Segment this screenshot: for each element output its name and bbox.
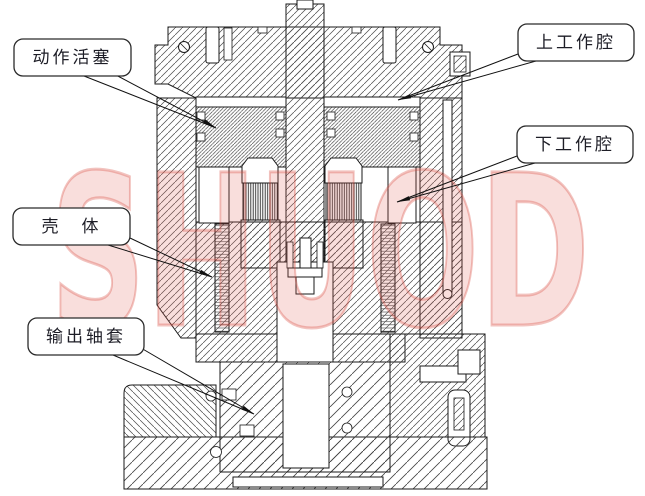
callout-label-housing: 壳 体	[42, 217, 102, 236]
spline-hub-left-top	[241, 157, 279, 184]
base-strip	[232, 476, 384, 488]
cover-screw-left-slot	[179, 42, 189, 52]
thread-zone-right	[380, 223, 396, 333]
flange-block-left	[123, 384, 217, 438]
callout-box-output-shaft-sleeve	[27, 317, 145, 356]
callout-label-action-piston: 动作活塞	[33, 48, 113, 67]
callout-lower-working-chamber: 下工作腔	[396, 125, 634, 203]
side-chamber-right	[387, 166, 417, 224]
cover-bolt-hole-left	[205, 26, 220, 64]
callout-action-piston: 动作活塞	[13, 38, 217, 129]
arrowhead-output-shaft-sleeve	[241, 405, 254, 414]
arrowhead-housing	[199, 269, 212, 277]
callout-label-lower-working-chamber: 下工作腔	[535, 135, 615, 154]
cover-bolt-hole-right	[382, 26, 397, 64]
leader-lower-working-chamber	[396, 155, 536, 203]
leader-housing	[107, 237, 213, 278]
callout-label-upper-working-chamber: 上工作腔	[536, 33, 616, 52]
callout-output-shaft-sleeve: 输出轴套	[27, 317, 255, 415]
arrowhead-lower-working-chamber	[397, 196, 411, 202]
callout-housing: 壳 体	[12, 207, 213, 278]
spline-hub-right-top	[324, 157, 363, 184]
side-port-2	[457, 349, 481, 375]
drive-shaft	[285, 3, 325, 263]
shaft-top-cap	[296, 0, 314, 10]
thread-zone-left	[214, 223, 230, 333]
leader-action-piston	[83, 73, 217, 129]
piston-left	[195, 106, 287, 168]
cover-screw-right-slot	[423, 42, 433, 52]
side-chamber-left	[198, 166, 230, 224]
cover-notch-left	[257, 26, 268, 34]
arrowhead-action-piston	[202, 119, 216, 128]
lower-bolt	[453, 397, 465, 431]
actuator-section-drawing	[123, 0, 488, 490]
cover-slot-left	[223, 27, 233, 61]
center-bolt-nut	[295, 276, 315, 295]
bearing-details	[205, 386, 353, 458]
piston-right	[323, 106, 421, 168]
arrowhead-upper-working-chamber	[398, 94, 412, 100]
leader-upper-working-chamber	[397, 53, 537, 101]
callout-box-upper-working-chamber	[517, 23, 635, 62]
callout-upper-working-chamber: 上工作腔	[397, 23, 635, 101]
spline-band-right	[325, 182, 362, 221]
upper-chamber-left	[195, 96, 287, 108]
cover-port-plug-core	[453, 55, 467, 73]
output-sleeve-bore	[282, 363, 330, 469]
callout-box-housing	[12, 207, 131, 246]
callout-box-action-piston	[13, 38, 132, 77]
callout-box-lower-working-chamber	[516, 125, 634, 164]
housing-wall-left	[156, 97, 197, 339]
spline-hub-right-lower	[324, 219, 364, 269]
oil-channel-end	[442, 289, 453, 299]
leader-output-shaft-sleeve	[112, 347, 255, 415]
spline-hub-left-lower	[240, 219, 281, 269]
spline-band-left	[242, 182, 279, 221]
cover-notch-right	[351, 26, 362, 34]
callout-label-output-shaft-sleeve: 输出轴套	[46, 327, 126, 346]
